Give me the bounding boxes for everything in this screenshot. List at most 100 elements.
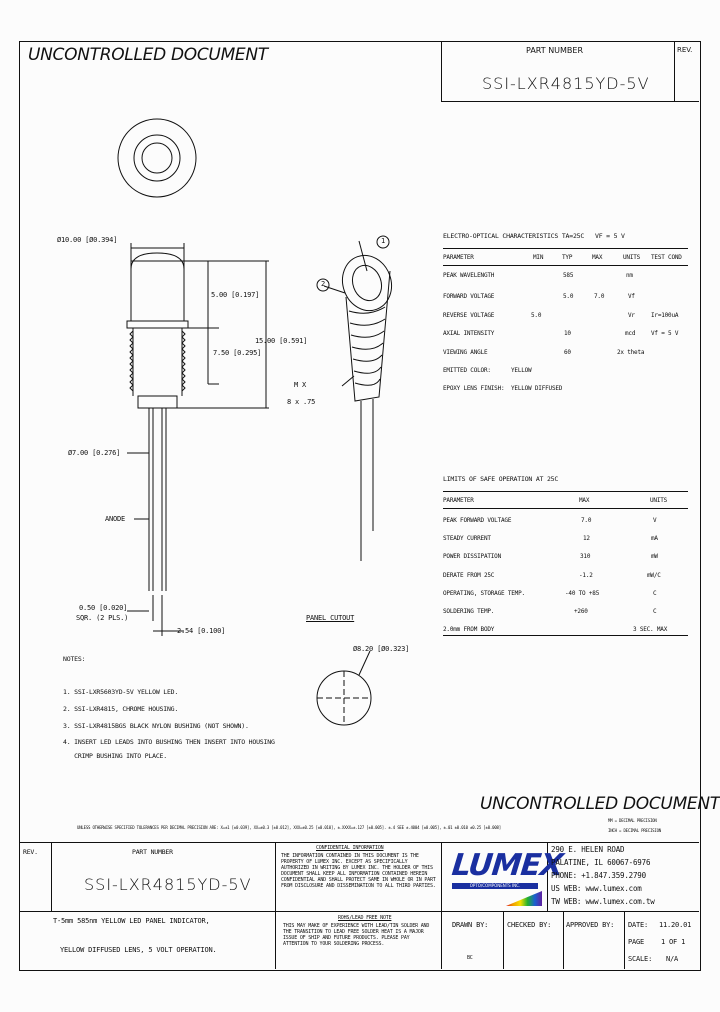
- limits-cell: STEADY CURRENT: [443, 535, 491, 542]
- rohs-text: THIS MAY MAKE OF EXPERIENCE WITH LEAD/TI…: [283, 923, 430, 947]
- eo-rule-top: [443, 248, 688, 249]
- eo-cell: 2x theta: [617, 349, 645, 356]
- tolerance-right-1: MM = DECIMAL PRECISION: [608, 818, 657, 823]
- header-rev-divider: [674, 41, 675, 101]
- address-2: PALATINE, IL 60067-6976: [551, 858, 651, 867]
- limits-cell: 12: [583, 535, 590, 542]
- eo-cell: VIEWING ANGLE: [443, 349, 488, 356]
- eo-h-param: PARAMETER: [443, 254, 474, 261]
- eo-cell: nm: [626, 272, 633, 279]
- scale-value: N/A: [666, 955, 679, 963]
- header-rev-label: REV.: [677, 46, 693, 54]
- lens-finish: YELLOW DIFFUSED: [511, 385, 563, 392]
- header-divider: [441, 41, 442, 101]
- lead-size-1: 0.50 [0.020]: [79, 604, 128, 612]
- approved-by-label: APPROVED BY:: [566, 921, 615, 929]
- limits-title: LIMITS OF SAFE OPERATION AT 25C: [443, 475, 559, 483]
- conf-text: THE INFORMATION CONTAINED IN THIS DOCUME…: [281, 853, 436, 889]
- emitted-color: YELLOW: [511, 367, 532, 374]
- limits-cell: C: [653, 608, 657, 615]
- tb-part-divider: [275, 842, 276, 969]
- limits-cell: C: [653, 590, 657, 597]
- tb-conf-split: [275, 911, 441, 912]
- anode-label: ANODE: [105, 515, 126, 523]
- eo-cell: 7.0: [594, 293, 605, 300]
- header-part-label: PART NUMBER: [526, 46, 584, 55]
- phone: PHONE: +1.847.359.2790: [551, 871, 646, 880]
- panel-cutout-label: PANEL CUTOUT: [306, 614, 355, 622]
- date-label: DATE:: [628, 921, 649, 929]
- note-item: 2. SSI-LXR4815, CHROME HOUSING.: [63, 705, 179, 713]
- dim-500: 5.00 [0.197]: [211, 291, 260, 299]
- top-view-middle: [133, 134, 181, 182]
- emitted-color-label: EMITTED COLOR:: [443, 367, 491, 374]
- thread-lines: [132, 328, 183, 396]
- drawing-border: [19, 41, 701, 971]
- eo-cell: 585: [563, 272, 574, 279]
- tb-approved-divider: [563, 911, 564, 969]
- tb-checked-divider: [503, 911, 504, 969]
- notes-block: NOTES: 1. SSI-LXR5603YD-5V YELLOW LED. 2…: [63, 655, 323, 775]
- iso-view: [316, 235, 393, 561]
- tb-rev-divider: [51, 842, 52, 911]
- cutout-dim: Ø8.20 [Ø0.323]: [353, 645, 410, 653]
- eo-title: ELECTRO-OPTICAL CHARACTERISTICS TA=25C: [443, 232, 585, 240]
- tb-logo-divider: [547, 842, 548, 911]
- tb-date-divider: [624, 911, 625, 969]
- eo-h-test: TEST COND: [651, 254, 682, 261]
- limits-cell: -40 TO +85: [565, 590, 600, 597]
- limits-h-units: UNITS: [650, 497, 668, 504]
- eo-cell: REVERSE VOLTAGE: [443, 312, 495, 319]
- top-view-inner: [141, 142, 173, 174]
- us-web: US WEB: www.lumex.com: [551, 884, 642, 893]
- tb-desc-1: T-5mm 585nm YELLOW LED PANEL INDICATOR,: [53, 917, 210, 925]
- eo-h-units: UNITS: [623, 254, 641, 261]
- scale-label: SCALE:: [628, 955, 653, 963]
- address-1: 290 E. HELEN ROAD: [551, 845, 625, 854]
- limits-cell: +260: [574, 608, 588, 615]
- lead-size-2: SQR. (2 PLS.): [76, 614, 129, 622]
- limits-cell: PEAK FORWARD VOLTAGE: [443, 517, 512, 524]
- eo-cell: FORWARD VOLTAGE: [443, 293, 495, 300]
- limits-cell: POWER DISSIPATION: [443, 553, 502, 560]
- tb-part-number: SSI-LXR4815YD-5V: [84, 875, 252, 894]
- tolerance-right-2: INCH = DECIMAL PRECISION: [608, 828, 661, 833]
- limits-table: LIMITS OF SAFE OPERATION AT 25C PARAMETE…: [443, 475, 688, 645]
- lumex-logo-text: LUMEX: [450, 848, 565, 883]
- watermark-top: UNCONTROLLED DOCUMENT: [28, 45, 268, 65]
- tb-conf-divider: [441, 842, 442, 969]
- tb-mid-line: [19, 911, 275, 912]
- dim-700: Ø7.00 [0.276]: [68, 449, 121, 457]
- eo-h-typ: TYP: [562, 254, 573, 261]
- note-item: CRIMP BUSHING INTO PLACE.: [63, 752, 167, 760]
- limits-cell: 7.0: [581, 517, 592, 524]
- lens-label: EPOXY LENS FINISH:: [443, 385, 505, 392]
- housing-flange: [126, 320, 189, 329]
- led-drawing: [117, 118, 393, 726]
- top-view-outer: [117, 118, 197, 198]
- thread-profile-left: [129, 330, 134, 392]
- limits-cell: SOLDERING TEMP.: [443, 608, 495, 615]
- note-item: 4. INSERT LED LEADS INTO BUSHING THEN IN…: [63, 738, 275, 746]
- limits-cell: -1.2: [579, 572, 593, 579]
- dim-750: 7.50 [0.295]: [213, 349, 262, 357]
- limits-cell: DERATE FROM 25C: [443, 572, 495, 579]
- lumex-logo: LUMEX OPTO/COMPONENTS INC.: [448, 848, 564, 906]
- limits-cell: OPERATING, STORAGE TEMP.: [443, 590, 525, 597]
- dim-diameter: Ø10.00 [Ø0.394]: [57, 236, 118, 244]
- eo-cell: 60: [564, 349, 571, 356]
- lens-body: [130, 260, 185, 322]
- eo-cell: Vf = 5 V: [651, 330, 679, 337]
- thread-label-1: M X: [294, 381, 307, 389]
- eo-cell: mcd: [625, 330, 636, 337]
- watermark-bottom: UNCONTROLLED DOCUMENT: [480, 794, 720, 814]
- note-item: 3. SSI-LXR4815BGS BLACK NYLON BUSHING (N…: [63, 722, 249, 730]
- eo-cell: 5.0: [563, 293, 574, 300]
- thread-label-2: 8 x .75: [287, 398, 316, 406]
- tb-top-line: [19, 842, 699, 843]
- housing-base: [137, 395, 178, 409]
- checked-by-label: CHECKED BY:: [507, 921, 552, 929]
- tolerance-note: UNLESS OTHERWISE SPECIFIED TOLERANCES PE…: [77, 825, 501, 830]
- tb-sign-line: [441, 911, 699, 912]
- limits-h-max: MAX: [579, 497, 590, 504]
